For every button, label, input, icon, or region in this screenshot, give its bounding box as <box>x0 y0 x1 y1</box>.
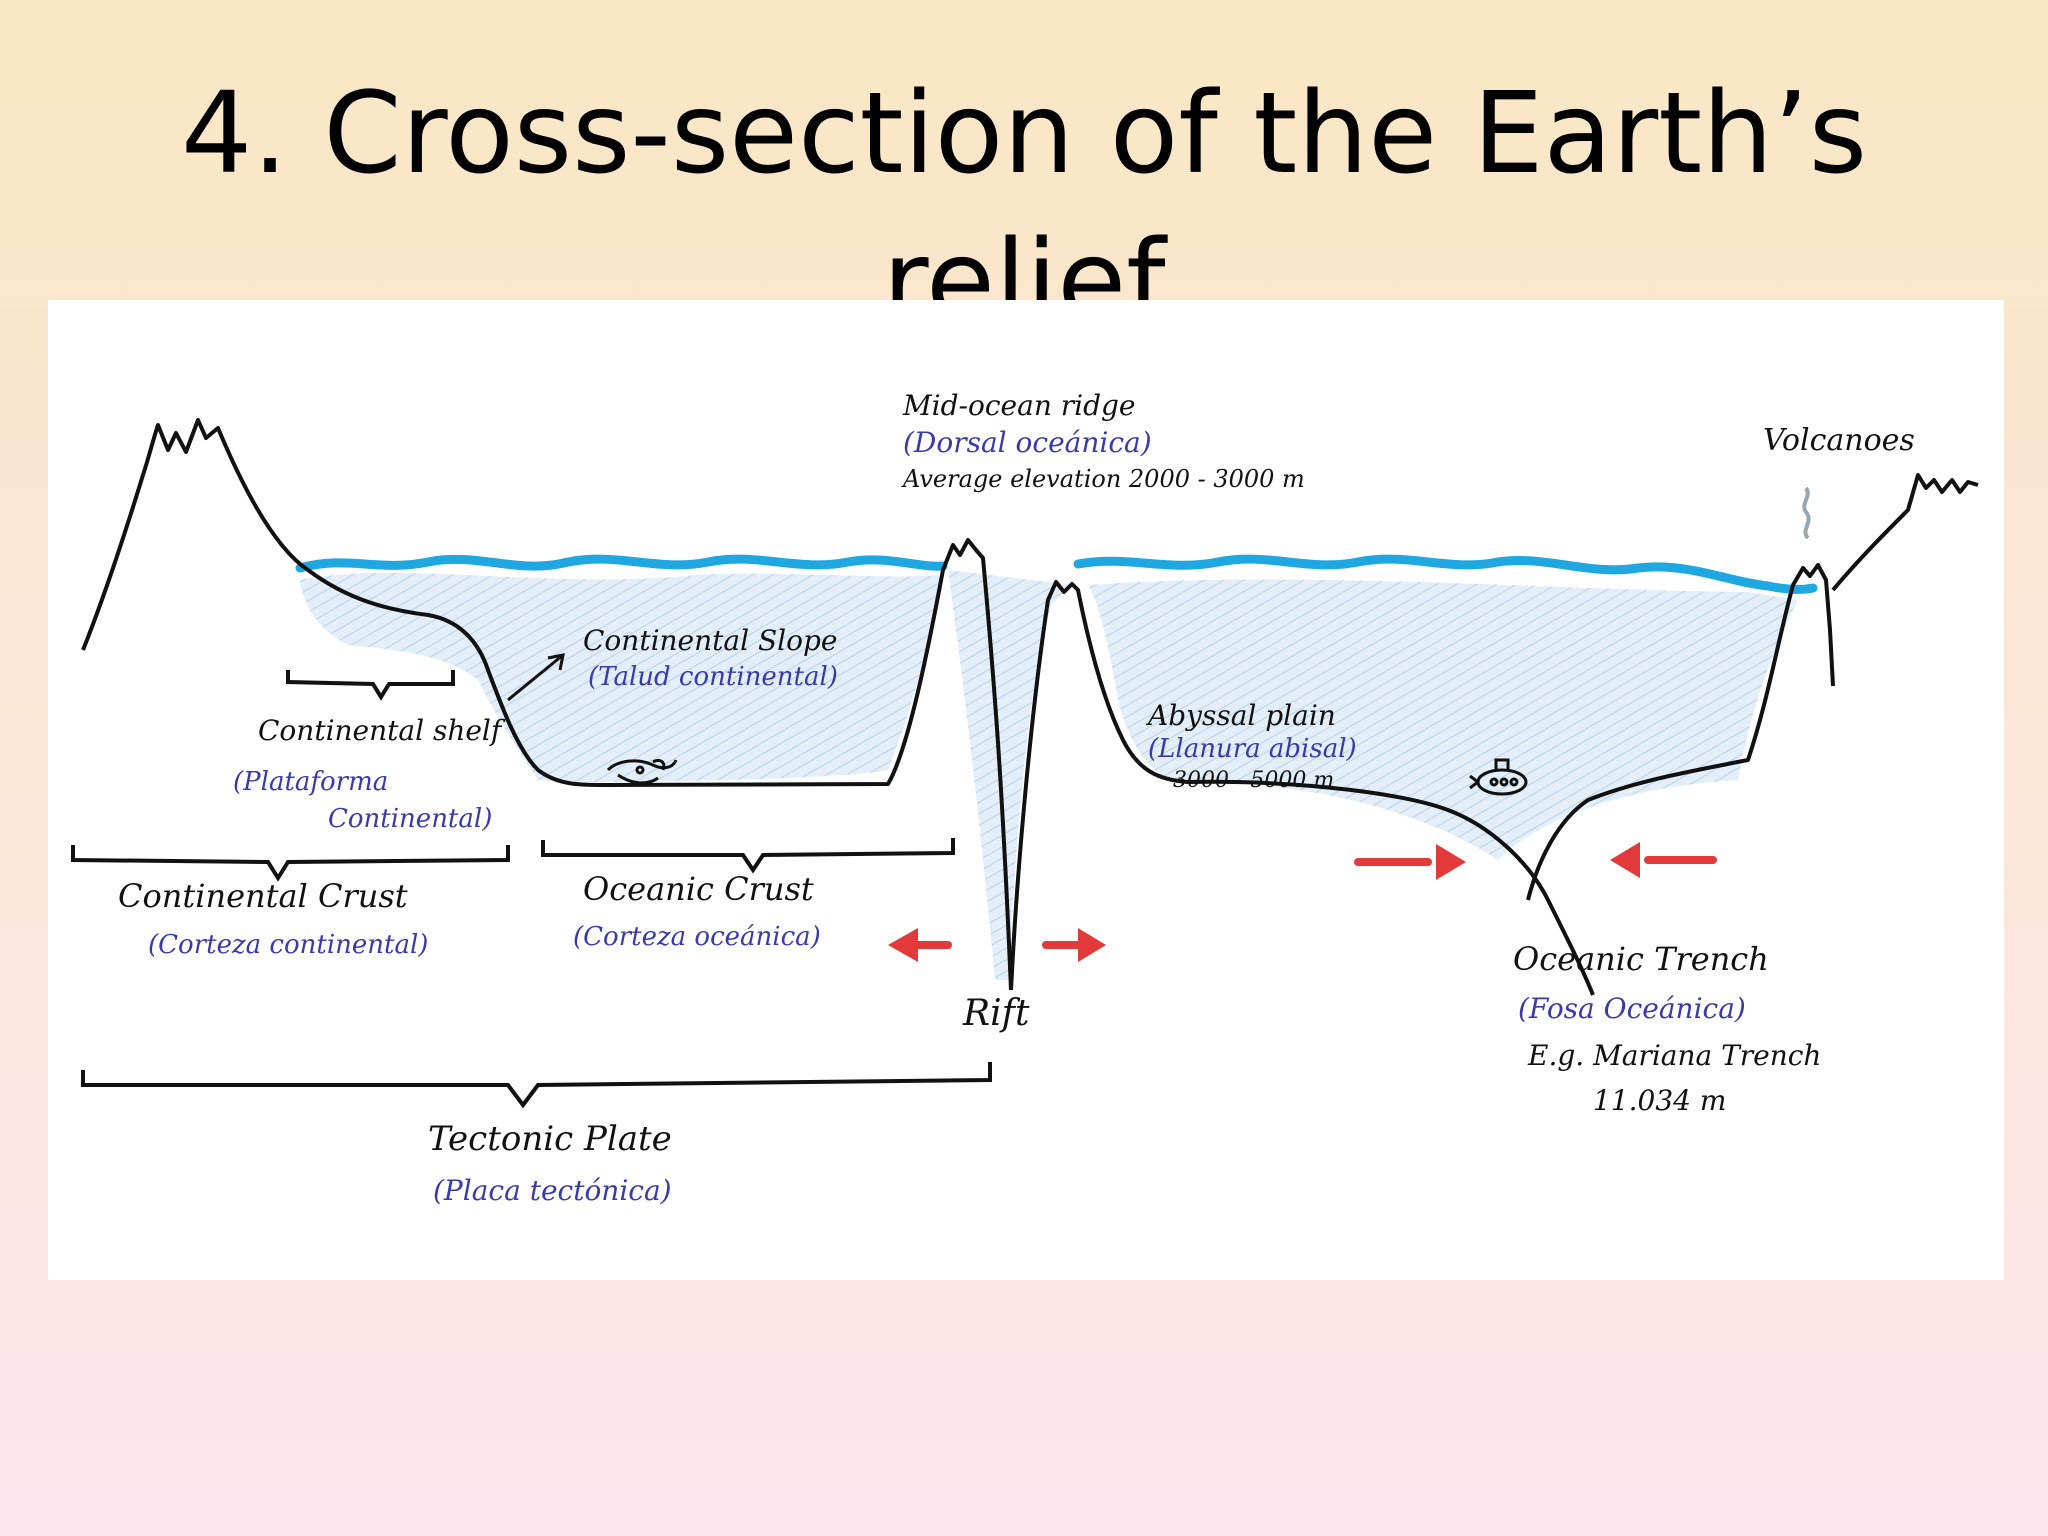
trench-arrow-left-head <box>1610 842 1640 878</box>
mid-ocean-ridge-es-label: (Dorsal oceánica) <box>903 426 1152 459</box>
subduction-plate-outline <box>1526 563 1835 901</box>
continental-slope-pointer-arrow <box>507 653 565 702</box>
submarine-icon <box>1469 758 1528 796</box>
trench-depth-label: 11.034 m <box>1593 1084 1726 1117</box>
tectonic-plate-brace <box>81 1062 992 1109</box>
rift-right-wall <box>1009 580 1595 996</box>
oceanic-crust-label: Oceanic Crust <box>583 870 814 908</box>
volcano-smoke-icon <box>1802 486 1811 540</box>
rift-gap-water <box>948 570 1073 980</box>
continental-sea-water <box>300 572 943 782</box>
continental-shelf-es-label-2: Continental) <box>328 804 492 834</box>
continental-slope-label: Continental Slope <box>583 624 837 657</box>
ocean-surface-line-right <box>1073 554 1818 594</box>
cross-section-diagram: Mid-ocean ridge (Dorsal oceánica) Averag… <box>48 300 2004 1280</box>
seafloor-outline-left <box>81 418 1013 991</box>
abyssal-plain-label: Abyssal plain <box>1145 699 1336 732</box>
continental-crust-label: Continental Crust <box>118 877 408 915</box>
tectonic-plate-label: Tectonic Plate <box>428 1119 672 1159</box>
oceanic-crust-es-label: (Corteza oceánica) <box>573 922 821 952</box>
cross-section-drawing: Mid-ocean ridge (Dorsal oceánica) Averag… <box>71 389 1979 1207</box>
ocean-surface-line <box>295 554 948 573</box>
rift-arrow-left-head <box>888 928 918 962</box>
oceanic-crust-brace <box>541 838 955 874</box>
continental-shelf-label: Continental shelf <box>258 714 506 747</box>
continental-crust-brace <box>71 845 510 882</box>
continental-crust-es-label: (Corteza continental) <box>148 930 428 960</box>
rift-label: Rift <box>962 993 1030 1034</box>
abyssal-depth-label: 3000 - 5000 m <box>1173 768 1334 793</box>
right-mountain-outline <box>1831 473 1979 592</box>
oceanic-trench-es-label: (Fosa Oceánica) <box>1518 992 1746 1025</box>
volcanoes-label: Volcanoes <box>1763 423 1915 458</box>
tectonic-plate-es-label: (Placa tectónica) <box>433 1174 672 1207</box>
continental-slope-es-label: (Talud continental) <box>588 662 838 692</box>
sea-creature-icon <box>606 758 678 785</box>
trench-arrow-right-head <box>1436 844 1466 880</box>
continental-shelf-brace <box>286 670 455 701</box>
abyssal-plain-es-label: (Llanura abisal) <box>1148 734 1357 764</box>
ridge-elevation-label: Average elevation 2000 - 3000 m <box>901 465 1305 493</box>
trench-example-label: E.g. Mariana Trench <box>1527 1039 1821 1072</box>
slide-title: 4. Cross-section of the Earth’s relief <box>0 60 2048 300</box>
slide-title-line-1: 4. Cross-section of the Earth’s <box>180 69 1868 199</box>
oceanic-trench-label: Oceanic Trench <box>1513 940 1769 978</box>
mid-ocean-ridge-label: Mid-ocean ridge <box>902 389 1136 422</box>
continental-shelf-es-label-1: (Plataforma <box>233 767 388 797</box>
slide-title-line-2: relief <box>882 217 1166 300</box>
rift-arrow-right-head <box>1078 928 1106 962</box>
